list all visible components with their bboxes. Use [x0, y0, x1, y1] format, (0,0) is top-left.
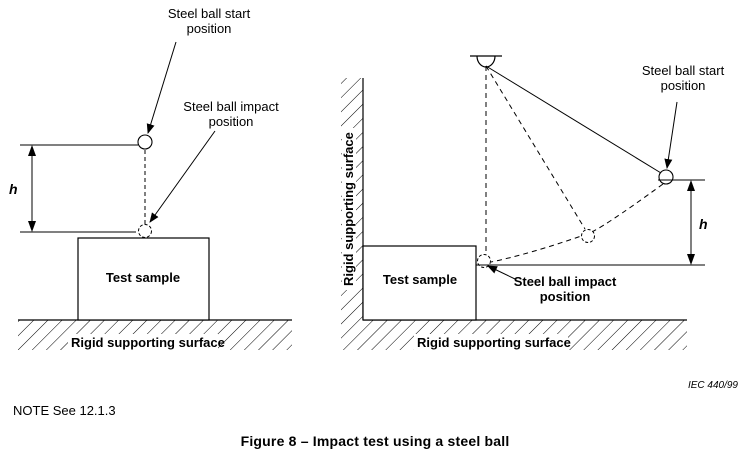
- right-test-sample: [362, 245, 477, 321]
- right-h-label: h: [699, 216, 708, 232]
- left-ball-start: [137, 134, 153, 150]
- right-start-label-line2: position: [661, 78, 706, 93]
- left-start-leader: [146, 41, 177, 134]
- left-impact-label-line1: Steel ball impact: [183, 99, 279, 114]
- right-ball-mid: [581, 229, 595, 243]
- left-start-label-line1: Steel ball start: [168, 6, 251, 21]
- right-ball-start: [658, 169, 674, 185]
- left-test-sample-label: Test sample: [106, 270, 180, 285]
- pendulum-string-start: [485, 65, 662, 174]
- swing-arc: [490, 183, 664, 263]
- right-start-leader: [664, 101, 678, 169]
- pivot-bearing: [476, 55, 496, 68]
- note-text: NOTE See 12.1.3: [13, 403, 116, 418]
- right-impact-leader: [487, 265, 516, 280]
- right-h-arrow-top: [687, 180, 695, 191]
- left-impact-leader: [149, 130, 216, 223]
- right-surface-label: Rigid supporting surface: [417, 335, 571, 350]
- right-start-label-line1: Steel ball start: [642, 63, 725, 78]
- left-test-sample: [77, 237, 210, 321]
- right-test-sample-label: Test sample: [383, 272, 457, 287]
- left-ball-impact: [138, 224, 152, 238]
- left-surface-label-bg: [68, 334, 218, 350]
- left-diagram: Rigid supporting surface Test sample h S…: [9, 6, 292, 350]
- left-impact-label-line2: position: [209, 114, 254, 129]
- right-h-arrow-bottom: [687, 254, 695, 265]
- right-impact-label-line2: position: [540, 289, 591, 304]
- left-h-arrow-top: [28, 145, 36, 156]
- right-wall-label: Rigid supporting surface: [341, 132, 356, 286]
- figure-caption: Figure 8 – Impact test using a steel bal…: [241, 433, 510, 449]
- left-h-arrow-bottom: [28, 221, 36, 232]
- iec-reference: IEC 440/99: [688, 380, 738, 391]
- pendulum-string-mid: [485, 65, 586, 230]
- left-surface-label: Rigid supporting surface: [71, 335, 225, 350]
- right-impact-label-line1: Steel ball impact: [514, 274, 617, 289]
- left-start-label-line2: position: [187, 21, 232, 36]
- right-diagram: Rigid supporting surface Rigid supportin…: [341, 55, 725, 350]
- right-surface-label-bg: [414, 334, 568, 350]
- right-ball-impact: [477, 254, 491, 268]
- right-wall-label-bg: [342, 128, 356, 290]
- left-h-label: h: [9, 181, 18, 197]
